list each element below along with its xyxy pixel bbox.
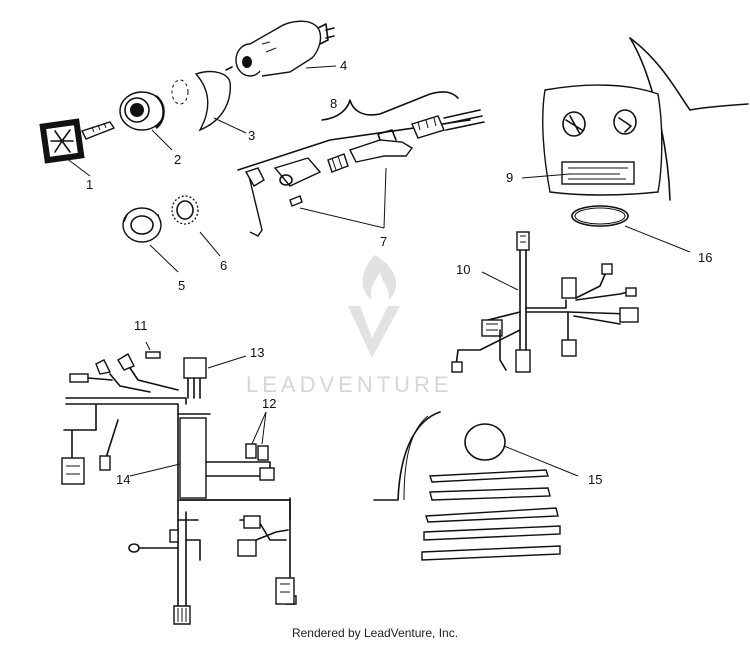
part-3-plate [171, 70, 231, 132]
watermark-v-icon [348, 306, 400, 358]
callout-8: 8 [330, 96, 337, 111]
part-14-main-harness [61, 397, 297, 625]
part-15-hood-decal [373, 411, 579, 561]
part-5-nut [122, 207, 162, 243]
part-13-connector [183, 355, 247, 399]
watermark-flame-icon [362, 255, 397, 300]
callout-9: 9 [506, 170, 513, 185]
callout-7: 7 [380, 234, 387, 249]
callout-15: 15 [588, 472, 602, 487]
callout-1: 1 [86, 177, 93, 192]
callout-4: 4 [340, 58, 347, 73]
part-6-lockwasher [171, 195, 199, 225]
callout-10: 10 [456, 262, 470, 277]
part-10-harness [451, 231, 639, 373]
callout-labels: 1 2 3 4 5 6 7 8 9 10 11 12 13 14 15 16 [86, 58, 712, 487]
callout-12: 12 [262, 396, 276, 411]
part-12-terminals [245, 411, 269, 461]
callout-2: 2 [174, 152, 181, 167]
callout-5: 5 [178, 278, 185, 293]
callout-14: 14 [116, 472, 130, 487]
callout-16: 16 [698, 250, 712, 265]
leader-lines-upper [65, 65, 387, 273]
callout-13: 13 [250, 345, 264, 360]
part-8-switch-assembly [237, 91, 485, 237]
callout-3: 3 [248, 128, 255, 143]
callout-6: 6 [220, 258, 227, 273]
footer-credit: Rendered by LeadVenture, Inc. [291, 626, 459, 640]
part-1-key [39, 118, 116, 164]
part-16-oring [521, 173, 691, 253]
watermark: LEADVENTURE [246, 255, 453, 397]
part-4-ignition-switch [225, 20, 335, 77]
part-9-dash-panel [542, 37, 749, 201]
callout-11: 11 [134, 318, 148, 333]
part-2-bezel [119, 91, 165, 131]
watermark-text: LEADVENTURE [246, 372, 453, 397]
leader-lines-lower [129, 463, 181, 477]
part-11-terminal [69, 341, 179, 393]
